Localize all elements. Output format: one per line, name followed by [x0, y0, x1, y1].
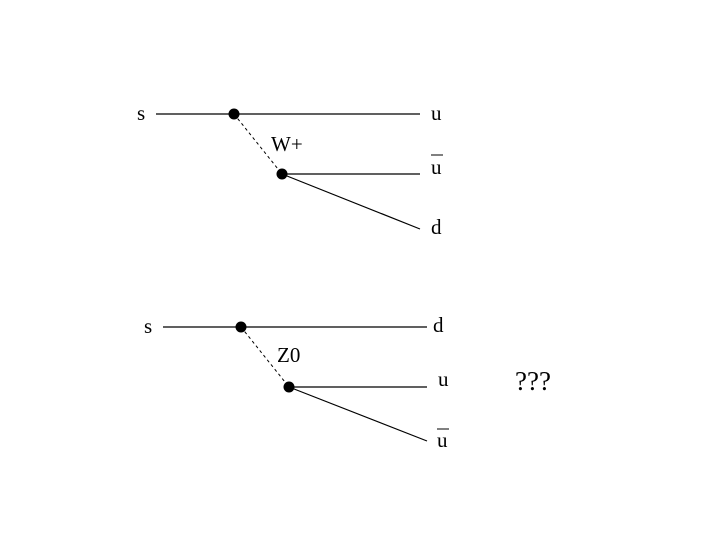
boson-label: W+ [271, 132, 303, 156]
z-boson-propagator [240, 326, 290, 388]
outgoing-top-label: u [431, 101, 442, 125]
outgoing-middle-label: u [438, 367, 449, 391]
incoming-quark-label: s [137, 101, 145, 125]
incoming-quark-label: s [144, 314, 152, 338]
diagram-w-plus: s W+ u u d [137, 101, 443, 239]
w-boson-propagator [233, 113, 283, 175]
vertex-dot [276, 168, 288, 180]
outgoing-bottom-label: d [431, 215, 442, 239]
outgoing-top-label: d [433, 313, 444, 337]
diagram-z-zero: s Z0 d u u [144, 313, 449, 452]
outgoing-antiquark-line [288, 386, 428, 442]
question-annotation: ??? [515, 366, 551, 396]
outgoing-middle-label: u [431, 155, 442, 179]
vertex-dot [228, 108, 240, 120]
outgoing-bottom-label: u [437, 428, 448, 452]
boson-label: Z0 [277, 343, 300, 367]
outgoing-quark-line [281, 173, 421, 230]
vertex-dot [235, 321, 247, 333]
vertex-dot [283, 381, 295, 393]
